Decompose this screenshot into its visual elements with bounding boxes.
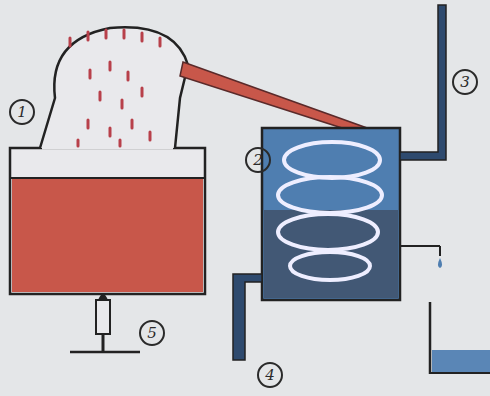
neck-join (42, 147, 173, 150)
callout-number: 5 (139, 320, 165, 346)
flask-body (10, 148, 205, 294)
beaker-wall (429, 302, 432, 374)
liquid (12, 178, 203, 292)
outlet-tip (439, 246, 441, 256)
flask-head (40, 27, 188, 148)
condenser (262, 128, 400, 300)
callout-number: 2 (245, 147, 271, 173)
distillate (432, 350, 490, 372)
vapour-marks (70, 30, 160, 146)
beaker-base (430, 372, 490, 374)
burner (96, 300, 110, 334)
drop (438, 258, 442, 268)
cooling-coil (278, 142, 382, 280)
callout-number: 3 (452, 69, 478, 95)
flame (98, 294, 108, 300)
callout-number: 4 (257, 362, 283, 388)
burner-base (70, 351, 140, 354)
burner-stem (102, 334, 105, 352)
water-outlet-pipe (400, 5, 446, 160)
liquid-surface (10, 177, 205, 179)
distillate-outlet (400, 245, 440, 247)
water-inlet-pipe (233, 274, 262, 360)
callout-number: 1 (9, 99, 35, 125)
condenser-shade (264, 210, 398, 298)
